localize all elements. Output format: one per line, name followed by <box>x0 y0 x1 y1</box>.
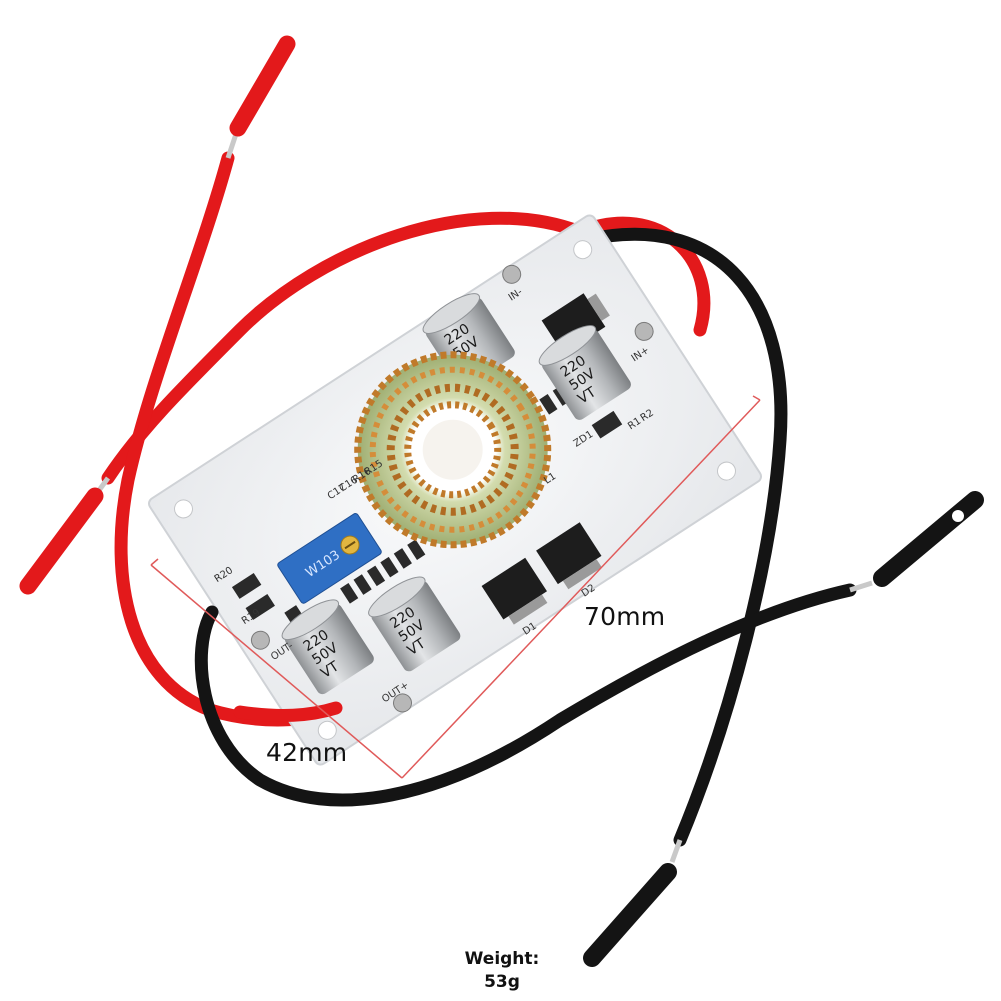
dimension-length-label: 70mm <box>584 602 666 631</box>
dimension-width-label: 42mm <box>266 738 348 767</box>
toroidal-inductor <box>354 351 552 549</box>
output-capacitor-1 <box>281 599 374 695</box>
diode-chip <box>536 522 602 590</box>
weight-label: Weight: <box>464 949 540 969</box>
terminal-pads <box>250 264 654 713</box>
input-capacitor-2 <box>538 325 631 420</box>
output-capacitor-2 <box>368 576 461 672</box>
weight-caption: Weight: 53g <box>446 948 558 994</box>
black-input-wire <box>578 227 788 967</box>
mosfet-chip <box>481 557 548 625</box>
input-mosfet-chip <box>541 293 610 355</box>
trimmer-potentiometer: W103 <box>277 513 382 604</box>
dimension-lines <box>150 395 761 779</box>
svg-text:L1: L1 <box>542 471 558 487</box>
weight-value: 53g <box>484 972 520 992</box>
red-output-lead-end <box>233 701 343 722</box>
black-output-wire <box>194 491 984 807</box>
